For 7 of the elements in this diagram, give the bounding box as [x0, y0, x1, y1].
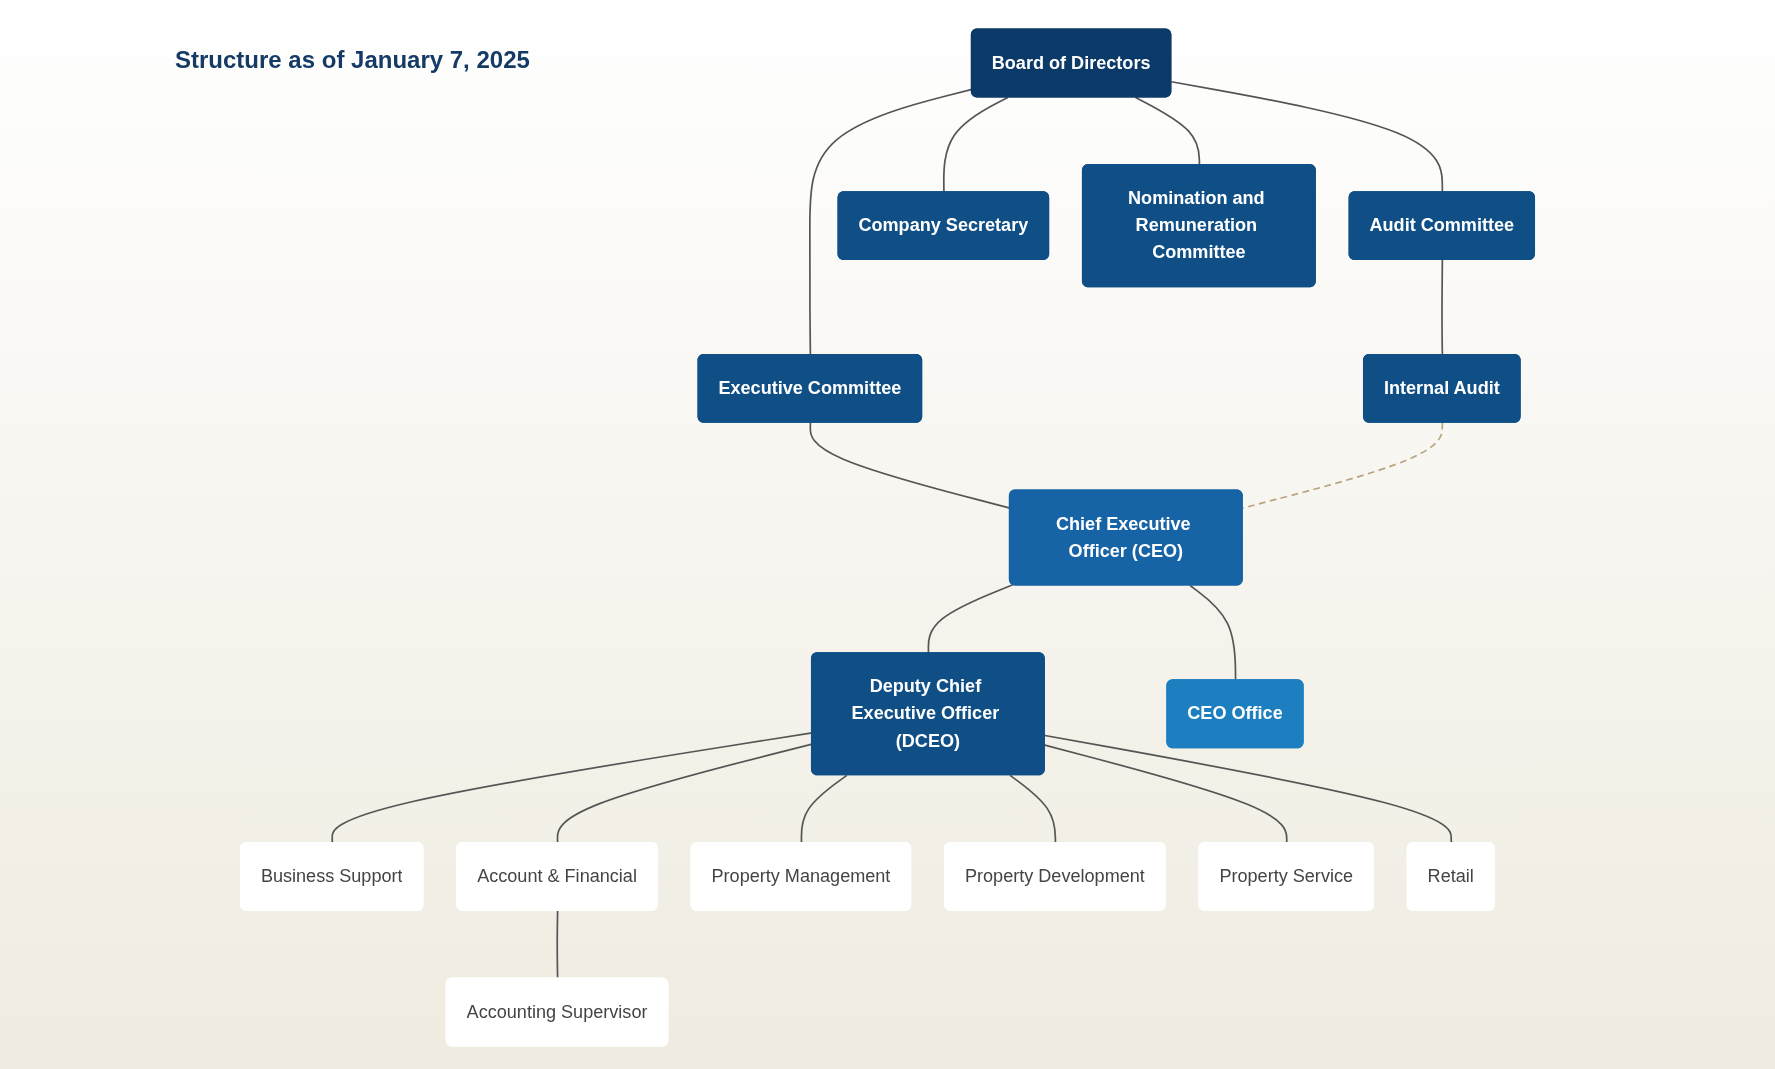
connector: [1009, 774, 1057, 844]
connector: [1044, 734, 1453, 844]
connector: [1441, 259, 1444, 356]
connector: [800, 774, 848, 844]
connector: [1044, 744, 1288, 844]
connector: [556, 910, 559, 980]
diagram-title: Structure as of January 7, 2025: [175, 46, 530, 74]
